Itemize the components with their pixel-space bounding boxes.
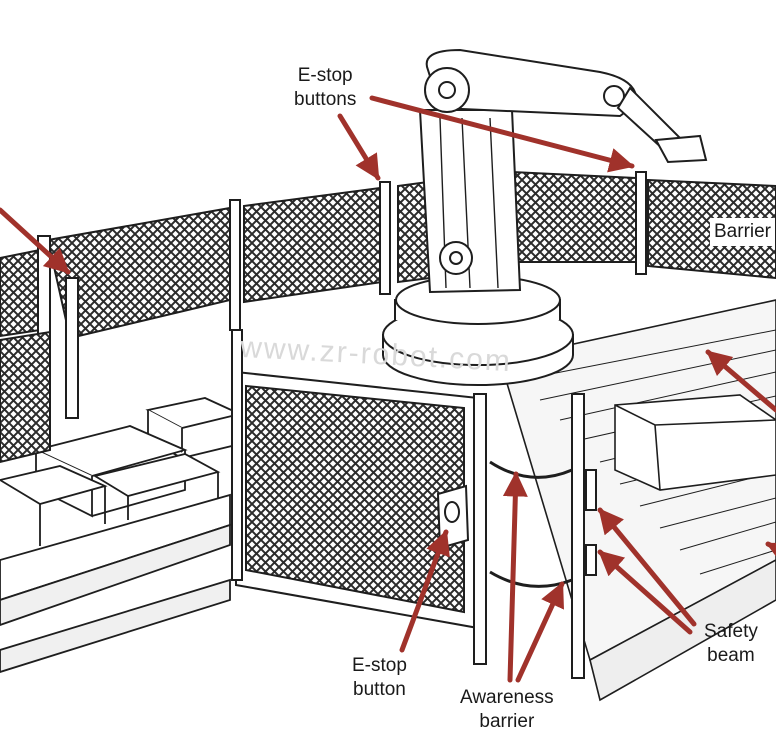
arrow-safety-beam-2 xyxy=(597,549,693,635)
label-safety-beam: Safety beam xyxy=(704,621,758,666)
label-barrier: Barrier xyxy=(710,218,776,246)
industrial-robot xyxy=(382,48,708,386)
arrow-safety-beam-1 xyxy=(597,507,697,627)
arrow-estop-button xyxy=(399,529,450,653)
arrow-awareness-1 xyxy=(502,471,528,683)
back-fence xyxy=(0,170,776,419)
access-gate xyxy=(231,329,487,665)
conveyor-boxes xyxy=(0,397,243,673)
arrow-left-estop xyxy=(0,207,71,275)
arrow-awareness-2 xyxy=(515,581,565,683)
left-fence xyxy=(0,330,51,464)
awareness-barrier-posts xyxy=(489,393,597,679)
arrow-estop-buttons-2 xyxy=(369,95,635,173)
label-estop-button: E-stop button xyxy=(352,655,407,700)
platform-floor xyxy=(498,299,776,702)
arrow-estop-buttons-1 xyxy=(337,113,381,181)
label-estop-buttons: E-stop buttons xyxy=(294,65,357,110)
callout-arrows xyxy=(0,95,776,683)
label-awareness-barrier: Awareness barrier xyxy=(460,687,554,732)
arrow-floor xyxy=(705,349,776,413)
arrow-floor-2 xyxy=(765,541,776,566)
